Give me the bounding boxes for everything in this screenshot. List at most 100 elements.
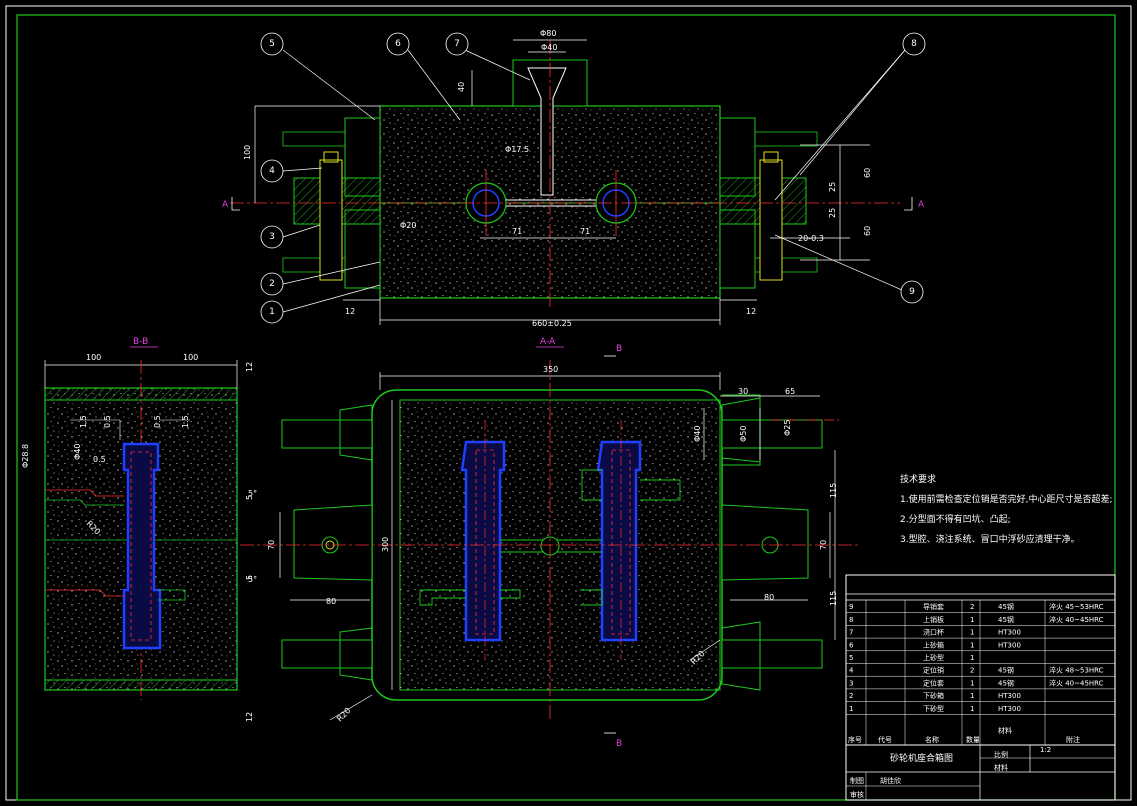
- tb-header-no: 序号: [848, 735, 862, 744]
- tb-header-name: 名称: [925, 735, 939, 744]
- part-no: 3: [849, 679, 853, 687]
- aa-dim-115a: 115: [829, 483, 838, 498]
- dim-h100: 100: [243, 145, 252, 160]
- aa-handle-bl: [281, 639, 373, 669]
- dim-w660: 660±0.25: [532, 319, 572, 328]
- section-b-bottom: B: [616, 739, 622, 749]
- aa-dim-5b: 5°: [248, 575, 257, 584]
- dim-h40: 40: [457, 82, 466, 92]
- bb-dim-5a: 5: [245, 495, 254, 500]
- part-name: 导销套: [923, 602, 944, 611]
- part-qty: 1: [970, 654, 974, 662]
- balloon-2: 2: [269, 279, 275, 289]
- aa-dim-300: 300: [381, 537, 390, 552]
- tech-title: 技术要求: [900, 473, 936, 485]
- aa-dim-350: 350: [543, 365, 558, 374]
- aa-handle-tl: [281, 419, 373, 449]
- balloon-4: 4: [269, 166, 275, 176]
- part-qty: 2: [970, 603, 974, 611]
- aa-dim-5a: 5°: [248, 489, 257, 498]
- part-no: 7: [849, 629, 853, 637]
- part-note: 淬火 40~45HRC: [1049, 615, 1104, 624]
- dim-w12b: 12: [746, 307, 756, 316]
- tb-header-qty: 数量: [966, 735, 980, 744]
- aa-handle-tr: [721, 419, 823, 449]
- bb-dim-0-5c: 0.5: [93, 455, 106, 464]
- dim-20-03: 20-0.3: [798, 234, 824, 243]
- part-name: 下砂箱: [923, 691, 944, 700]
- balloon-5: 5: [269, 39, 275, 49]
- bb-dim-5b: 5: [245, 575, 254, 580]
- left-locating-pin: [319, 159, 343, 281]
- part-name: 上砂箱: [923, 640, 944, 649]
- part-no: 8: [849, 616, 853, 624]
- tb-header-code: 代号: [878, 735, 892, 744]
- dim-d17-5: Φ17.5: [505, 145, 529, 154]
- tb-role-draw: 制图: [850, 776, 864, 785]
- section-b-top: B: [616, 344, 622, 354]
- part-qty: 1: [970, 629, 974, 637]
- left-lug-top: [282, 131, 346, 147]
- part-material: HT300: [998, 692, 1021, 700]
- aa-lug-right: [721, 504, 809, 581]
- aa-dim-80a: 80: [326, 597, 336, 606]
- section-bb-title: B-B: [133, 337, 148, 347]
- aa-dim-d25: Φ25: [783, 420, 792, 436]
- tech-item-1: 1.使用前需检查定位销是否完好,中心距尺寸是否超差;: [900, 493, 1112, 505]
- aa-dim-115b: 115: [829, 591, 838, 606]
- inner-frame: [16, 14, 1116, 801]
- aa-cavity-right: [596, 440, 642, 642]
- part-material: 45钢: [998, 615, 1014, 624]
- part-qty: 1: [970, 705, 974, 713]
- tb-header-note: 附注: [1066, 735, 1080, 744]
- right-locating-pin: [759, 159, 783, 281]
- left-pin-nut: [323, 151, 339, 163]
- tb-scale: 1:2: [1040, 746, 1051, 754]
- aa-cavity-left: [460, 440, 506, 642]
- part-material: 45钢: [998, 678, 1014, 687]
- title-block: 序号 代号 名称 数量 材料 附注 砂轮机座合箱图 比例 1:2 材料 制图 审…: [845, 574, 1116, 801]
- dim-71b: 71: [580, 227, 590, 236]
- aa-dim-80b: 80: [764, 593, 774, 602]
- balloon-8: 8: [911, 39, 917, 49]
- balloon-1: 1: [269, 307, 275, 317]
- tb-material-label: 材料: [994, 763, 1008, 772]
- bb-dim-0-5b: 0.5: [153, 415, 162, 428]
- bb-dim-1-5a: 1.5: [79, 415, 88, 428]
- part-qty: 1: [970, 616, 974, 624]
- sprue-channel: [527, 67, 567, 196]
- left-lug-bottom: [282, 257, 346, 273]
- part-note: 淬火 45~53HRC: [1049, 602, 1104, 611]
- part-name: 上砂型: [923, 653, 944, 662]
- part-qty: 2: [970, 667, 974, 675]
- part-qty: 1: [970, 641, 974, 649]
- tech-item-3: 3.型腔、浇注系统、冒口中浮砂应清理干净。: [900, 533, 1080, 545]
- right-lug-top: [754, 131, 818, 147]
- right-lug-bottom: [754, 257, 818, 273]
- part-no: 6: [849, 641, 854, 649]
- part-material: 45钢: [998, 666, 1014, 675]
- bb-dim-100a: 100: [86, 353, 101, 362]
- aa-dim-70a: 70: [267, 540, 276, 550]
- part-name: 下砂型: [923, 704, 944, 713]
- aa-dim-70b: 70: [819, 540, 828, 550]
- bb-dim-0-5a: 0.5: [103, 415, 112, 428]
- part-material: HT300: [998, 705, 1021, 713]
- part-note: 淬火 48~53HRC: [1049, 666, 1104, 675]
- tb-role-review: 审核: [850, 790, 864, 799]
- part-no: 2: [849, 692, 853, 700]
- part-name: 上销板: [923, 615, 944, 624]
- bb-dim-12b: 12: [245, 712, 254, 722]
- bb-dim-12a: 12: [245, 362, 254, 372]
- section-markers: A A A-A B-B B B: [130, 197, 925, 749]
- dim-d80: Φ80: [540, 29, 556, 38]
- bb-dim-d28: Φ28.8: [21, 444, 30, 468]
- front-dimensions: Φ80 Φ40 40 Φ17.5 Φ20 71 71 100 25 25 60 …: [243, 29, 872, 328]
- part-material: HT300: [998, 641, 1021, 649]
- tech-item-2: 2.分型面不得有凹坑、凸起;: [900, 513, 1011, 525]
- bb-dim-d40: Φ40: [73, 444, 82, 460]
- part-name: 定位套: [923, 678, 944, 687]
- part-no: 9: [849, 603, 853, 611]
